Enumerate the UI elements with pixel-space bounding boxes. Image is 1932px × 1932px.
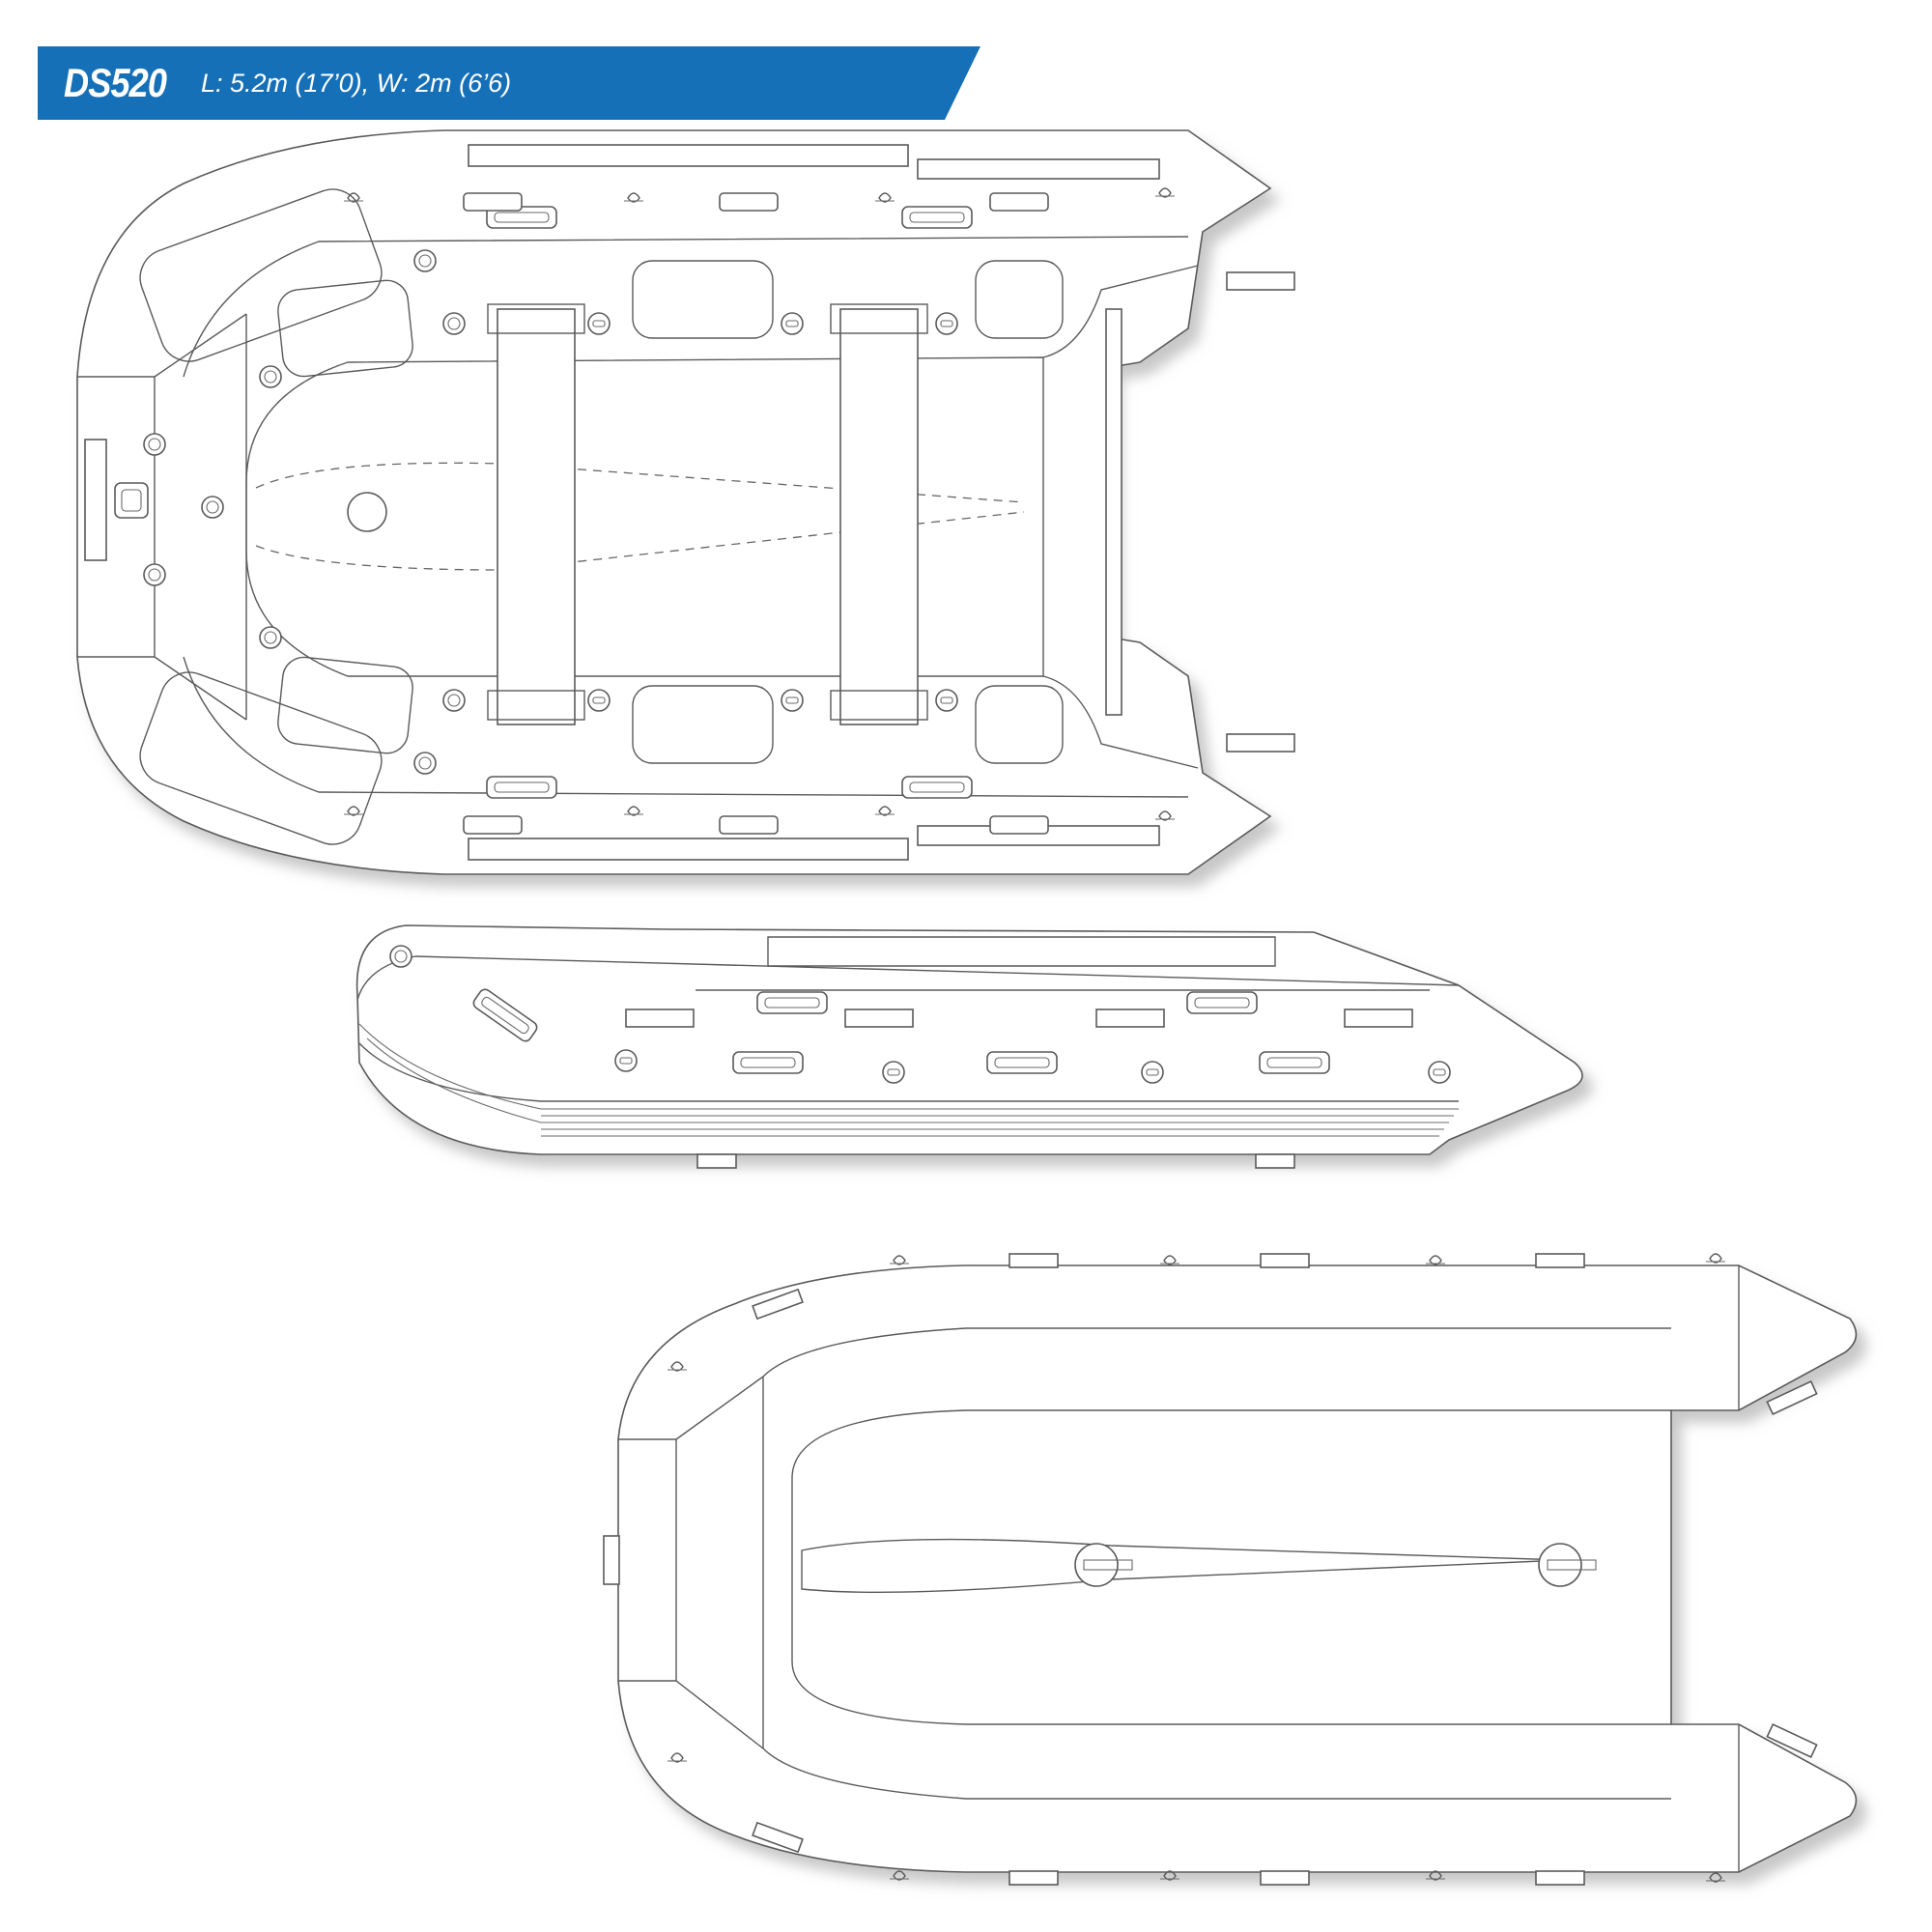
bottom-view (603, 1253, 1858, 1886)
top-view (76, 129, 1295, 875)
side-view (355, 924, 1583, 1169)
model-dimensions: L: 5.2m (17’0), W: 2m (6’6) (201, 68, 512, 98)
side-hull-outline (355, 924, 1583, 1155)
model-name: DS520 (64, 60, 167, 105)
bottom-hull-outline (617, 1264, 1858, 1873)
